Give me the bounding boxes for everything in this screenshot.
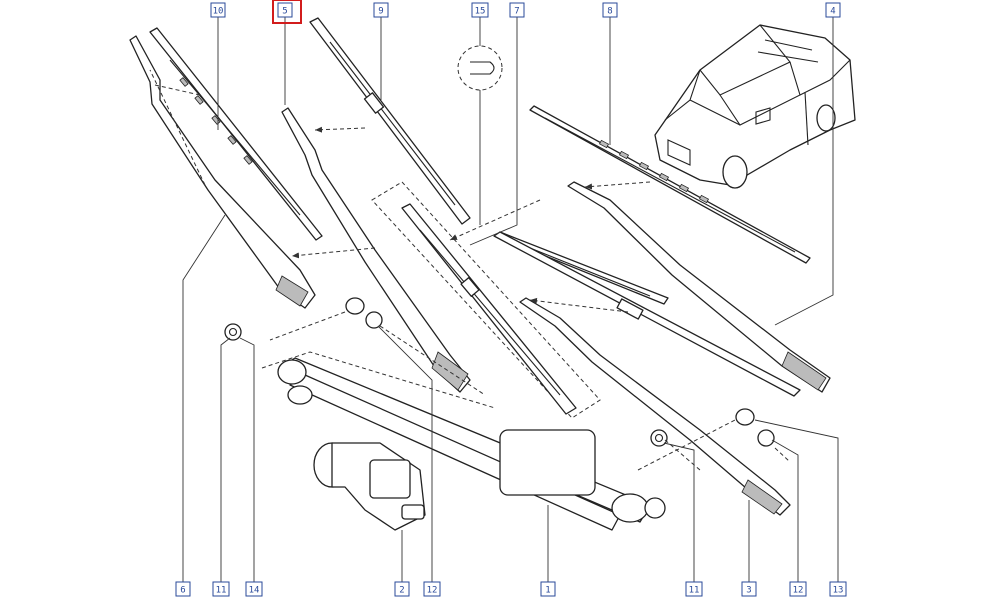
callout-7: 7 (509, 2, 525, 18)
svg-text:11: 11 (216, 586, 227, 596)
callout-1: 1 (540, 581, 556, 597)
clip-15 (457, 45, 503, 91)
callout-2: 2 (394, 581, 410, 597)
svg-text:6: 6 (180, 586, 185, 596)
callout-9: 9 (373, 2, 389, 18)
nut-12-upper (365, 311, 383, 329)
svg-text:2: 2 (399, 586, 404, 596)
callout-13: 13 (829, 581, 847, 597)
wiper-arm-3 (519, 297, 791, 516)
svg-text:13: 13 (833, 586, 844, 596)
wiper-arm-6 (129, 35, 316, 309)
svg-text:14: 14 (249, 586, 260, 596)
wiper-blade-center (371, 181, 601, 419)
svg-text:12: 12 (427, 586, 438, 596)
svg-text:7: 7 (514, 7, 519, 17)
wiper-arm-4 (567, 181, 831, 393)
callout-15: 15 (471, 2, 489, 18)
callout-8: 8 (602, 2, 618, 18)
leader-lines (182, 17, 839, 582)
svg-text:10: 10 (213, 7, 224, 17)
nut-11-left (224, 323, 242, 341)
wiper-arm-5 (281, 107, 471, 393)
wiper-blade-10 (149, 27, 323, 241)
callout-10: 10 (210, 2, 226, 18)
nut-11-right (650, 429, 668, 447)
svg-text:4: 4 (830, 7, 835, 17)
highlight-box (272, 0, 302, 24)
callout-11-left: 11 (212, 581, 230, 597)
callout-12-right: 12 (789, 581, 807, 597)
assembly-arrows (149, 69, 791, 471)
svg-text:9: 9 (378, 7, 383, 17)
cap-12-upper (345, 297, 365, 315)
nut-12-lower (757, 429, 775, 447)
callout-14: 14 (245, 581, 263, 597)
svg-text:12: 12 (793, 586, 804, 596)
van-illustration (654, 24, 856, 189)
callout-3: 3 (741, 581, 757, 597)
callout-6: 6 (175, 581, 191, 597)
wiper-blade-8 (529, 105, 811, 264)
cap-13 (735, 408, 755, 426)
wiper-motor-2 (313, 442, 426, 531)
callout-5: 5 (272, 0, 302, 24)
svg-text:5: 5 (282, 7, 287, 17)
callout-4: 4 (825, 2, 841, 18)
wiper-blade-9 (309, 17, 471, 225)
svg-text:8: 8 (607, 7, 612, 17)
callout-12-left: 12 (423, 581, 441, 597)
callout-11-right: 11 (685, 581, 703, 597)
svg-text:11: 11 (689, 586, 700, 596)
wiper-linkage-1 (261, 351, 666, 531)
svg-text:3: 3 (746, 586, 751, 596)
svg-text:1: 1 (545, 586, 550, 596)
svg-text:15: 15 (475, 7, 486, 17)
